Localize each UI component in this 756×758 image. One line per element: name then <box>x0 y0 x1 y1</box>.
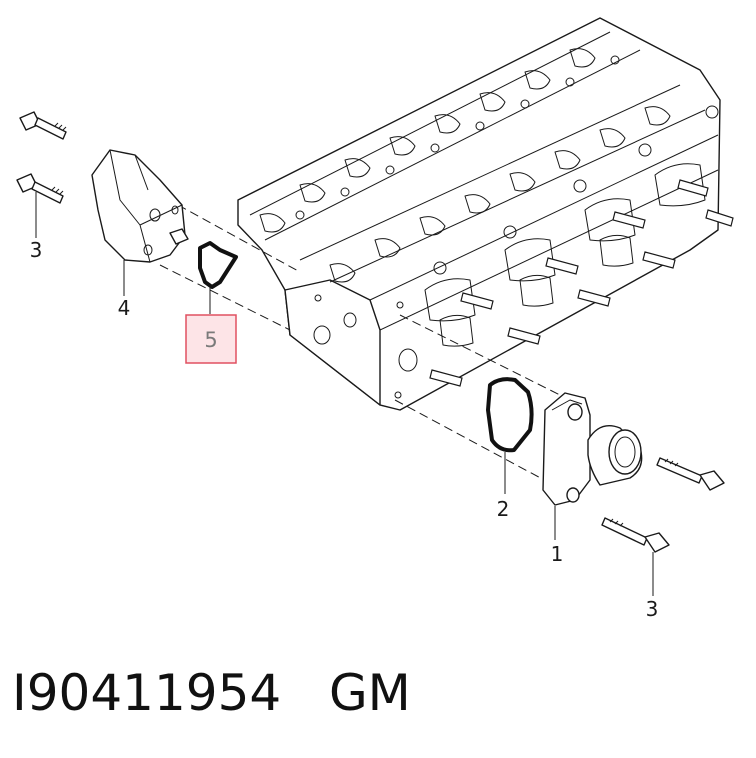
gasket-part-2 <box>486 377 534 494</box>
part-number-footer: I90411954 GM <box>12 664 411 722</box>
assembly-lines <box>159 204 561 483</box>
callout-5-highlight-box <box>185 314 237 364</box>
callout-3-left: 3 <box>30 238 43 262</box>
bolt-middle-left <box>16 173 64 238</box>
callout-5: 5 <box>204 328 217 352</box>
bolt-upper-left <box>19 111 67 140</box>
callout-1: 1 <box>551 542 564 566</box>
bolt-right-upper <box>656 457 725 491</box>
gasket-part-5 <box>198 241 238 314</box>
manifold-studs <box>429 179 734 387</box>
housing-part-4 <box>91 149 189 296</box>
bolt-right-lower <box>601 517 670 596</box>
part-number: I90411954 <box>12 664 282 722</box>
footer-gap <box>281 664 329 722</box>
brand-label: GM <box>328 664 411 722</box>
callout-4: 4 <box>118 296 131 320</box>
cylinder-head <box>237 17 734 411</box>
housing-part-1 <box>542 392 643 540</box>
callout-3-right: 3 <box>646 597 659 621</box>
callout-2: 2 <box>497 497 510 521</box>
